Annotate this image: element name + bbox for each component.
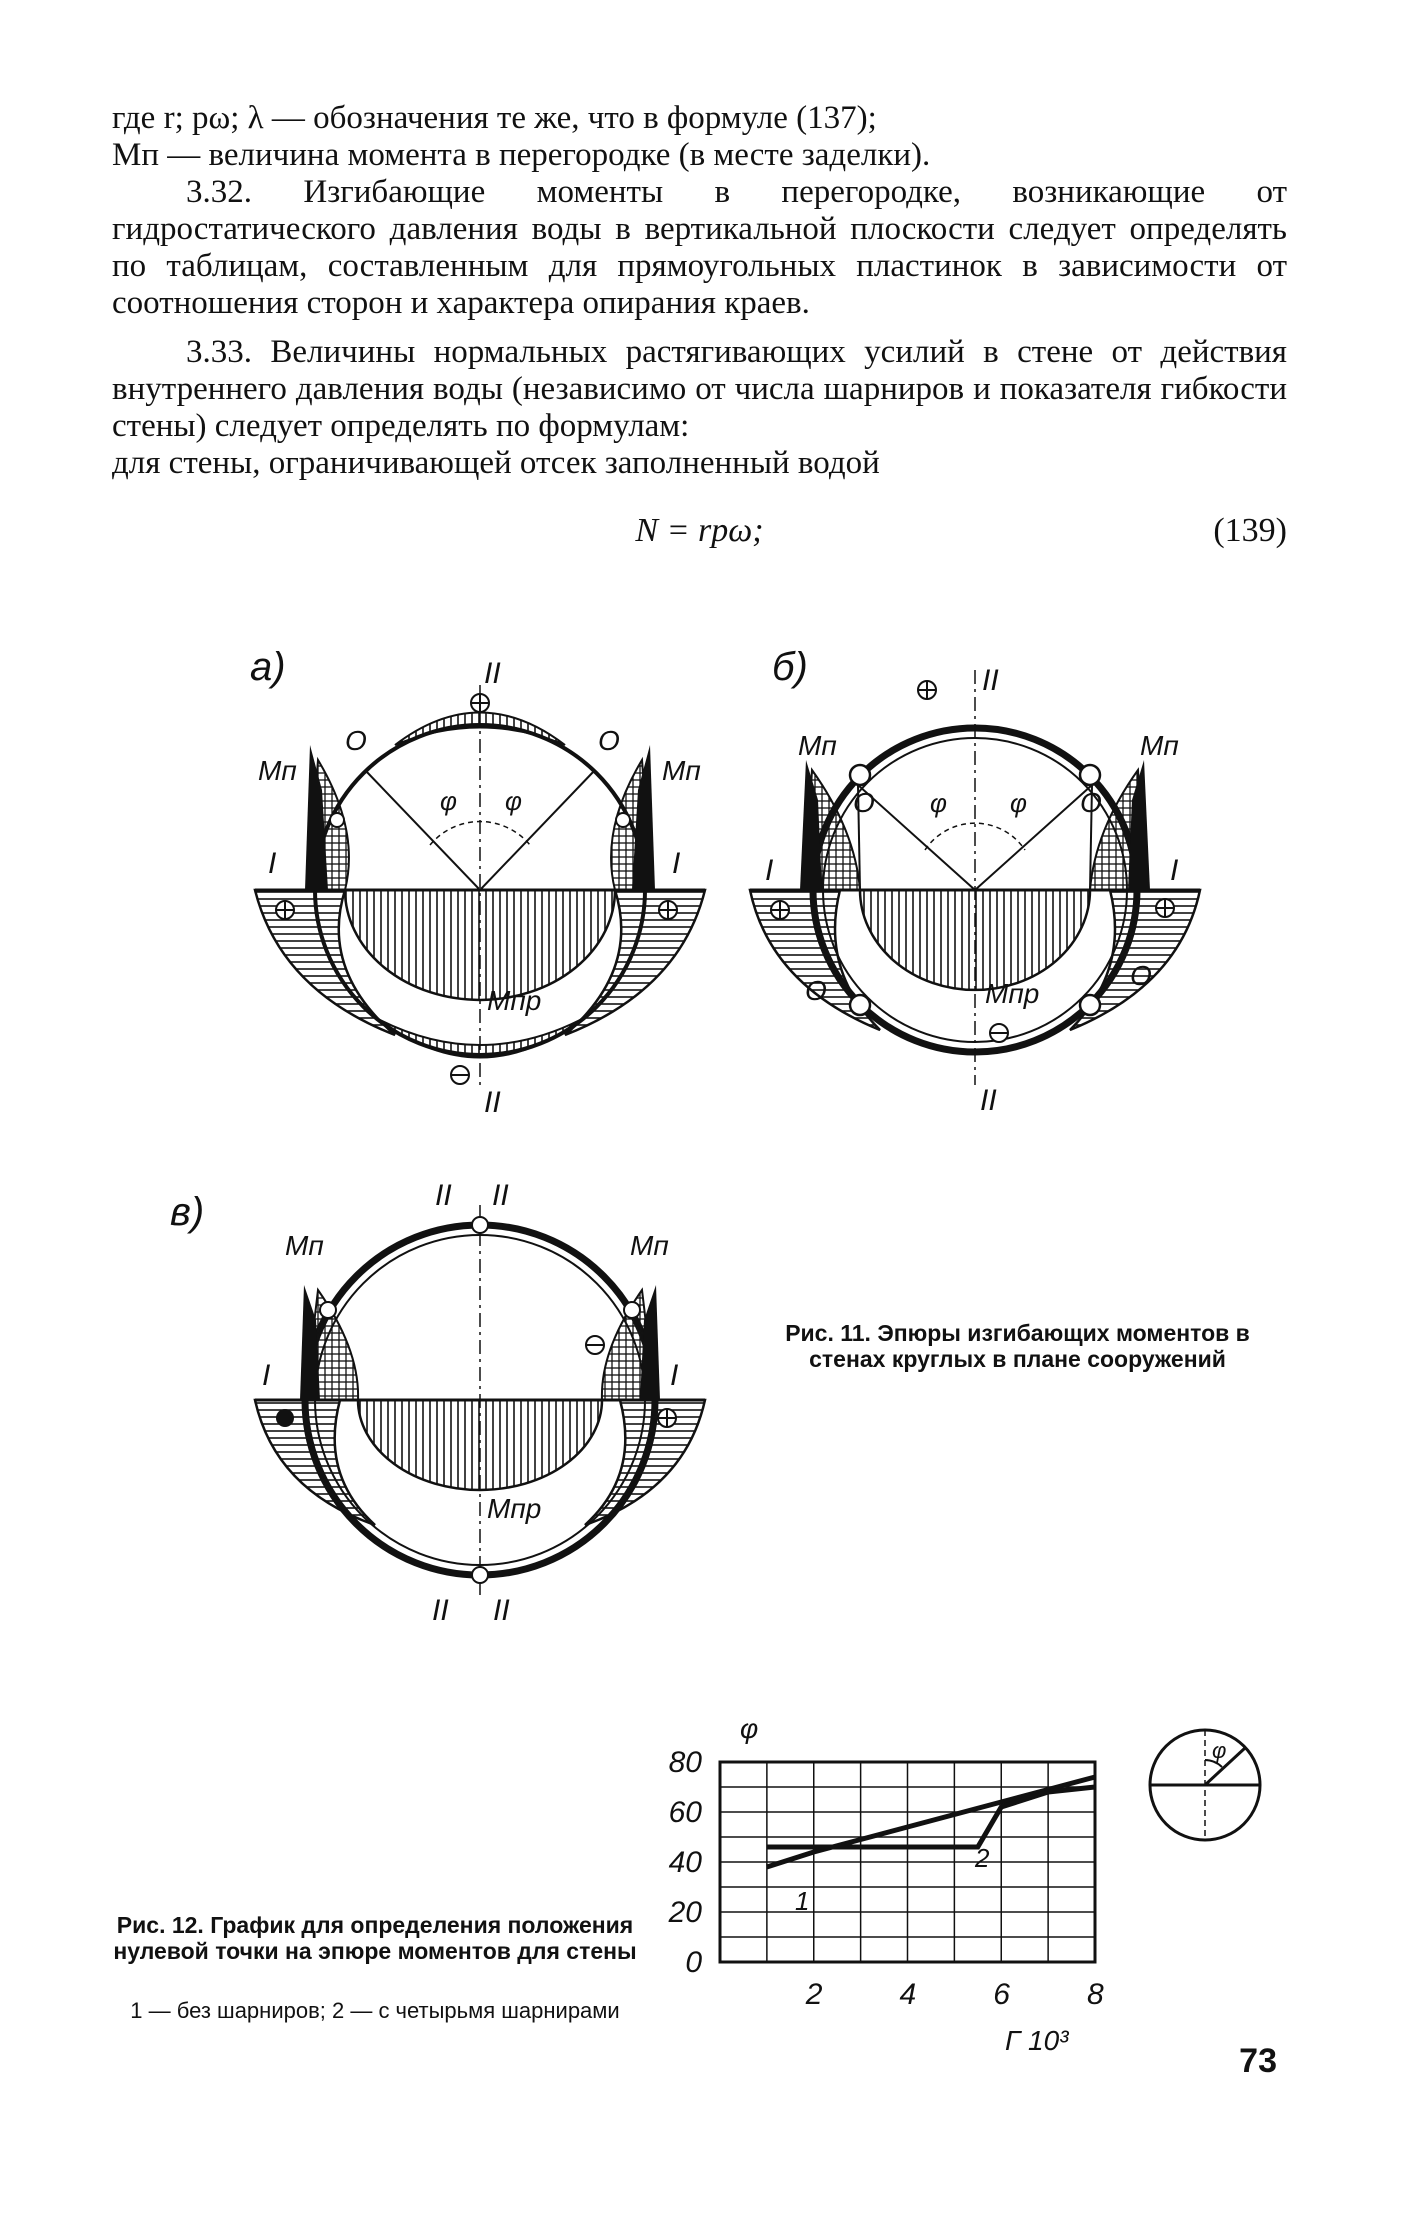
series-line-1 <box>766 1774 1096 1870</box>
label-O-lower-right-b: О <box>1130 960 1152 991</box>
label-Mpr: Mпр <box>487 985 541 1016</box>
chart-y-tick-label: 80 <box>669 1746 703 1779</box>
series-label-1: 1 <box>795 1886 809 1916</box>
label-II-top-b: II <box>982 664 999 697</box>
label-I-right-b: I <box>1170 854 1178 887</box>
label-I-left-b: I <box>765 854 773 887</box>
equation-number: (139) <box>1213 512 1287 549</box>
label-Mp-right: Mп <box>662 755 701 786</box>
figure-11-caption: Рис. 11. Эпюры изгибающих моментов в сте… <box>785 1320 1250 1372</box>
figure-11-b: б) II II I I О О О О Mп Mп Mпр φ <box>748 645 1202 1117</box>
figure-11-v: в) II II II II I I Mп Mп Mпр <box>170 1179 707 1627</box>
chart-x-axis-label: Г 10³ <box>1005 2025 1069 2056</box>
label-Mpr-v: Mпр <box>487 1493 541 1524</box>
page-number: 73 <box>1239 2042 1277 2080</box>
chart-y-tick-label: 60 <box>669 1796 703 1829</box>
label-Mp-left: Mп <box>258 755 297 786</box>
label-phi-right: φ <box>505 786 522 816</box>
label-O-upper-right-b: О <box>1080 787 1102 818</box>
figure-12-inset: φ <box>1148 1728 1262 1842</box>
chart-x-tick-label: 8 <box>1087 1978 1104 2011</box>
figure-11-a: а) II II I I О О <box>250 645 707 1119</box>
label-II-bottom: II <box>484 1086 501 1119</box>
label-O-right: О <box>598 725 620 756</box>
chart-x-tick-label: 4 <box>900 1978 917 2011</box>
label-II-top-right-v: II <box>492 1179 509 1212</box>
panel-label-a: а) <box>250 645 286 689</box>
paragraph-3-33: 3.33. Величины нормальных растягивающих … <box>112 334 1287 444</box>
series-label-2: 2 <box>974 1843 990 1873</box>
text-line-2: Mп — величина момента в перегородке (в м… <box>112 137 931 173</box>
equation-139: N = rpω; (139) <box>112 512 1287 552</box>
label-phi-left: φ <box>440 786 457 816</box>
label-Mp-left-b: Mп <box>798 730 837 761</box>
label-Mpr-b: Mпр <box>985 978 1039 1009</box>
inset-phi-label: φ <box>1212 1738 1226 1763</box>
label-II-bottom-b: II <box>980 1084 997 1117</box>
text-line-1: где r; pω; λ — обозначения те же, что в … <box>112 100 877 136</box>
figure-12-legend: 1 — без шарниров; 2 — с четырьмя шарнира… <box>130 1998 620 2023</box>
label-I-left-v: I <box>262 1359 270 1392</box>
chart-y-axis-label: φ <box>740 1713 758 1744</box>
chart-grid <box>718 1760 1097 1964</box>
label-Mp-right-b: Mп <box>1140 730 1179 761</box>
label-I-left: I <box>268 847 276 880</box>
chart-frame <box>718 1760 1097 1964</box>
label-phi-right-b: φ <box>1010 788 1027 818</box>
label-II-top: II <box>484 657 501 690</box>
label-II-top-left-v: II <box>435 1179 452 1212</box>
chart-series <box>766 1774 1096 1870</box>
chart-x-tick-label: 2 <box>805 1978 823 2011</box>
label-O-left: О <box>345 725 367 756</box>
panel-label-v: в) <box>170 1190 204 1234</box>
chart-y-tick-label: 40 <box>669 1846 703 1879</box>
body-text: где r; pω; λ — обозначения те же, что в … <box>112 100 1287 482</box>
label-Mp-left-v: Mп <box>285 1230 324 1261</box>
label-O-lower-left-b: О <box>805 975 827 1006</box>
figure-12-caption: Рис. 12. График для определения положени… <box>113 1912 637 1964</box>
paragraph-3-32: 3.32. Изгибающие моменты в перегородке, … <box>112 174 1287 321</box>
chart-x-tick-label: 6 <box>993 1978 1010 2011</box>
label-Mp-right-v: Mп <box>630 1230 669 1261</box>
panel-label-b: б) <box>772 645 808 689</box>
label-phi-left-b: φ <box>930 788 947 818</box>
label-O-upper-left-b: О <box>853 787 875 818</box>
label-II-bottom-left-v: II <box>432 1594 449 1627</box>
equation-formula: N = rpω; <box>635 512 764 549</box>
chart-y-tick-label: 20 <box>668 1896 703 1929</box>
label-II-bottom-right-v: II <box>493 1594 510 1627</box>
chart-y-tick-label: 0 <box>685 1946 702 1979</box>
label-I-right: I <box>672 847 680 880</box>
series-line-2 <box>766 1784 1096 1850</box>
label-I-right-v: I <box>670 1359 678 1392</box>
paragraph-3-33-continued: для стены, ограничивающей отсек заполнен… <box>112 445 880 481</box>
